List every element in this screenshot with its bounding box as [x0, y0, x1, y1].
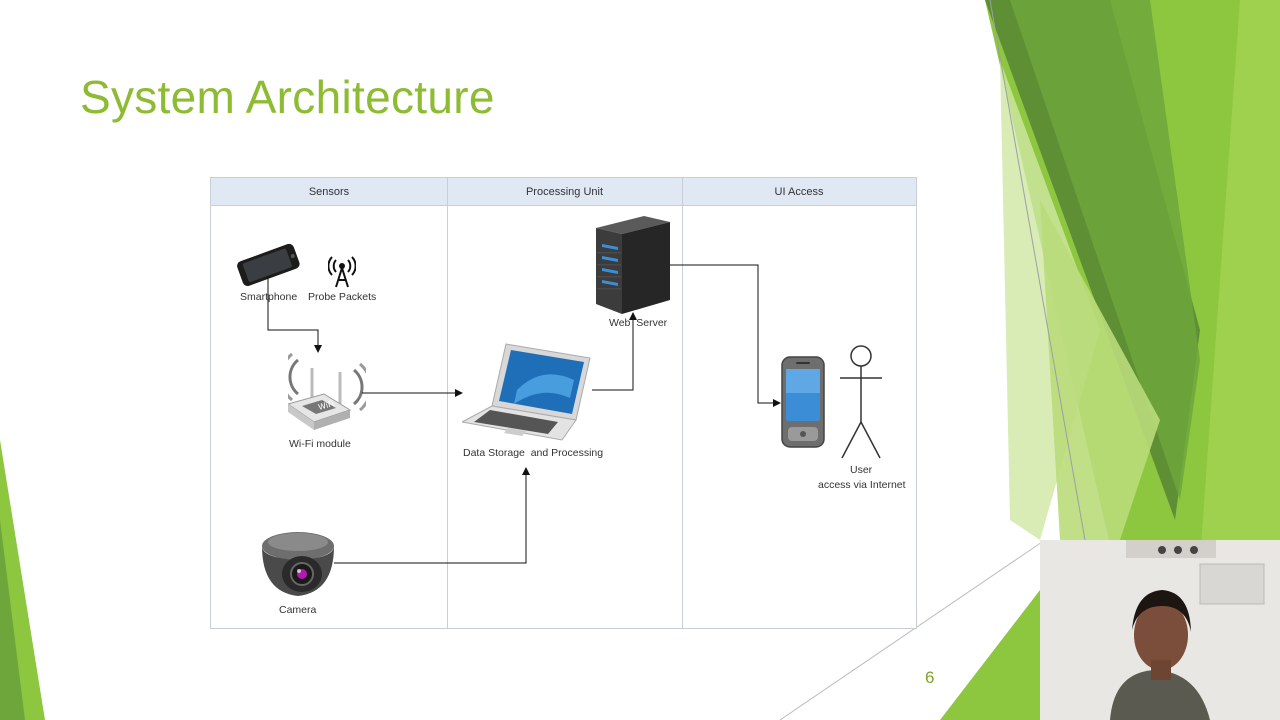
slide-title: System Architecture: [80, 71, 495, 123]
wifi-router-icon: WiFi: [288, 352, 366, 430]
label-web-server: Web Server: [609, 317, 668, 329]
laptop-icon: [462, 343, 591, 441]
deco-shape-9: [0, 520, 25, 720]
lane-header-sensors: Sensors: [211, 178, 447, 206]
svg-text:WiFi: WiFi: [317, 399, 335, 412]
server-icon: [596, 216, 670, 314]
deco-shape-2: [985, 0, 1200, 520]
label-probe-packets: Probe Packets: [308, 291, 377, 303]
label-smartphone: Smartphone: [240, 291, 298, 303]
lane-divider-1: [447, 178, 448, 628]
presenter-video-image: [1040, 540, 1280, 720]
label-user: User: [850, 464, 873, 476]
deco-line-1: [989, 0, 1086, 541]
label-wifi-module: Wi-Fi module: [289, 438, 351, 450]
label-user-access: access via Internet: [818, 479, 906, 491]
presenter-video: [1040, 540, 1280, 720]
user-icon: [840, 345, 882, 459]
antenna-icon: [328, 256, 356, 288]
smartphone-icon: [237, 243, 300, 287]
mobile-phone-icon: [781, 356, 825, 448]
deco-shape-6: [1040, 200, 1160, 540]
lane-divider-2: [682, 178, 683, 628]
lane-header-ui-access: UI Access: [682, 178, 916, 206]
label-data-storage: Data Storage and Processing: [463, 447, 604, 459]
deco-shape-5: [1000, 60, 1100, 540]
camera-icon: [262, 532, 334, 596]
page-number: 6: [925, 668, 935, 687]
deco-shape-3: [1010, 0, 1200, 500]
deco-shape-8: [0, 440, 45, 720]
deco-shape-7: [940, 590, 1040, 720]
label-camera: Camera: [279, 604, 317, 616]
lane-header-processing-unit: Processing Unit: [447, 178, 682, 206]
